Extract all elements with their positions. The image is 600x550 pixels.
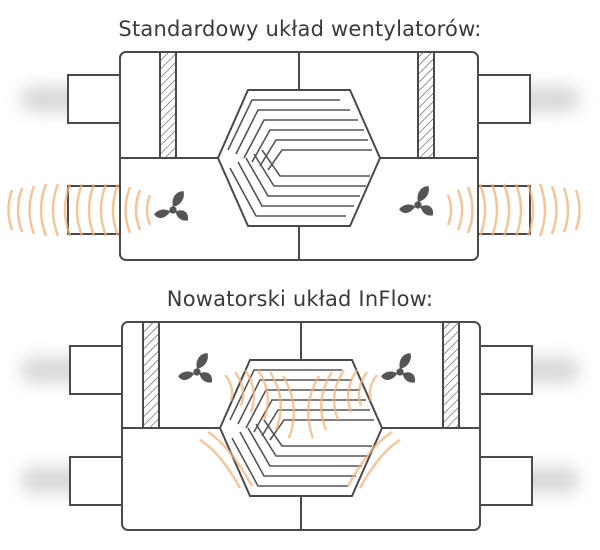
filter-left [142,321,160,429]
diagram-standard [7,51,581,261]
duct-left-bottom [69,456,123,506]
sound-waves-right [446,183,581,237]
filter-left [159,51,177,159]
heat-exchanger [219,359,383,497]
duct-right-bottom [479,456,533,506]
filter-right [442,321,460,429]
duct-left-top [67,74,121,124]
sound-waves-inflow [199,369,401,489]
duct-left-top [69,345,123,395]
duct-right-top [479,345,533,395]
sound-waves-left [7,183,152,237]
diagram-title-inflow: Nowatorski układ InFlow: [166,287,434,311]
filter-right [417,51,435,159]
diagram-inflow [20,321,580,531]
diagram-title-standard: Standardowy układ wentylatorów: [118,17,482,41]
duct-right-top [477,74,531,124]
heat-exchanger [217,89,381,227]
